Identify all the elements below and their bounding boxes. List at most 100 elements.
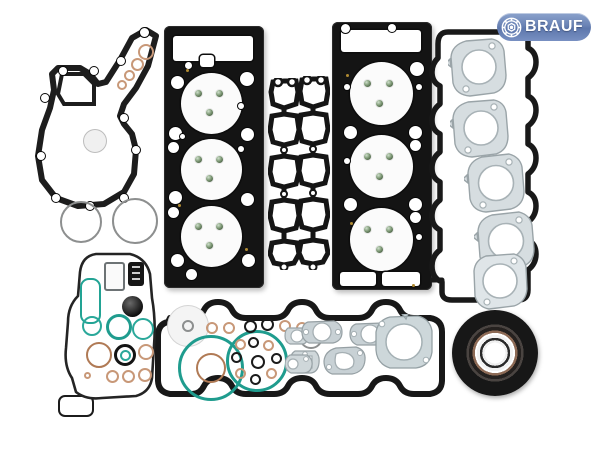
round-seals-pair-label: round cover seals: [0, 0, 1, 1]
locator-pin: [245, 248, 248, 251]
head-bolt-hole: [344, 198, 357, 211]
head-bolt-hole: [171, 254, 184, 267]
cylinder-bore: [181, 206, 242, 267]
seal-washer: [138, 368, 152, 382]
crankshaft-oil-seal: [452, 310, 538, 396]
head-bolt-hole: [169, 127, 182, 140]
valve-seat-marker: [386, 153, 393, 160]
valve-seat-marker: [386, 226, 393, 233]
seal-washer: [84, 372, 91, 379]
head-bolt-hole: [341, 24, 350, 33]
head-oil-hole: [238, 146, 244, 152]
o-ring: [120, 350, 131, 361]
cog-icon: [501, 17, 522, 38]
gasket-bolt-hole: [117, 57, 125, 65]
copper-port-ring: [131, 58, 144, 71]
intake-manifold-gasket-right: intake manifold gasket (bank 2): [296, 74, 331, 272]
gasket-bolt-hole: [90, 67, 98, 75]
seal-washer: [122, 370, 135, 383]
head-bolt-hole: [241, 193, 254, 206]
head-bolt-hole: [171, 76, 184, 89]
head-oil-hole: [344, 84, 350, 90]
exhaust-manifold-gasket-2: [446, 98, 512, 160]
head-bolt-hole: [409, 126, 422, 139]
valve-seat-marker: [216, 156, 223, 163]
crank-seal-label: crankshaft oil seal: [0, 0, 1, 1]
head-gasket-bottom-window-right: [382, 272, 420, 286]
head-gasket-square-port: [200, 55, 214, 67]
intake-manifold-gasket-right-label: intake manifold gasket (bank 2): [330, 76, 331, 77]
valve-seat-marker: [364, 226, 371, 233]
cylinder-bore: [181, 73, 242, 134]
locator-pin: [412, 284, 415, 287]
valve-seat-marker: [195, 90, 202, 97]
valve-cover-gasket-bottom-label: valve cover gasket (horizontal): [152, 410, 153, 411]
locator-pin: [186, 69, 189, 72]
valve-seat-marker: [206, 109, 213, 116]
flange-gasket-2: [300, 318, 344, 346]
flange-gasket-5: [322, 345, 368, 377]
valve-seat-marker: [216, 223, 223, 230]
exhaust-manifold-gasket-3: [461, 152, 528, 216]
head-bolt-hole: [186, 269, 197, 280]
brand-badge: BRAUF: [497, 13, 591, 41]
brand-name: BRAUF: [525, 18, 583, 35]
head-oil-hole: [238, 103, 244, 109]
gasket-bolt-hole: [132, 146, 140, 154]
round-cover-seal-right: [112, 198, 158, 244]
small-seal: [263, 340, 274, 351]
head-bolt-hole: [240, 72, 254, 86]
copper-port-ring: [117, 80, 127, 90]
gasket-bolt-hole: [41, 94, 49, 102]
small-seal: [235, 339, 246, 350]
head-oil-hole: [416, 84, 422, 90]
head-bolt-hole: [241, 128, 254, 141]
dark-connector-seal: [128, 262, 144, 286]
o-ring: [106, 314, 132, 340]
head-gasket-left-label: cylinder head gasket (bank 1): [164, 26, 165, 27]
gasket-bolt-hole: [120, 114, 128, 122]
head-gasket-bottom-window-left: [340, 272, 376, 286]
round-cover-seal-left: [60, 201, 102, 243]
cylinder-bore: [350, 62, 413, 125]
copper-port-ring: [124, 70, 135, 81]
water-pump-flange-gasket: [374, 313, 436, 372]
rect-white-gasket: [104, 262, 125, 291]
seal-washer: [138, 344, 154, 360]
valve-seat-marker: [195, 156, 202, 163]
head-bolt-hole: [169, 191, 182, 204]
valve-seat-marker: [195, 223, 202, 230]
gasket-bolt-hole: [59, 67, 67, 75]
head-bolt-hole: [168, 142, 179, 153]
gasket-bolt-hole: [140, 28, 149, 37]
small-seal: [244, 320, 257, 333]
small-seal: [250, 374, 261, 385]
timing-cover-gasket: timing cover gasket: [28, 24, 163, 224]
o-ring: [82, 316, 102, 336]
o-ring: [132, 318, 154, 340]
head-bolt-hole: [410, 212, 421, 223]
locator-pin: [178, 204, 181, 207]
small-seal: [266, 368, 277, 379]
head-bolt-hole: [168, 207, 179, 218]
o-ring: [114, 344, 136, 366]
cylinder-bore: [181, 139, 242, 200]
locator-pin: [346, 74, 349, 77]
valve-seat-marker: [376, 246, 383, 253]
valve-seat-marker: [376, 100, 383, 107]
head-oil-hole: [180, 134, 185, 139]
valve-seat-marker: [386, 80, 393, 87]
head-bolt-hole: [410, 140, 421, 151]
gasket-bolt-hole: [37, 152, 45, 160]
flange-gaskets-label: coolant and EGR flange gaskets: [0, 0, 1, 1]
head-bolt-hole: [388, 24, 396, 32]
valve-seat-marker: [206, 242, 213, 249]
copper-port-ring: [138, 44, 154, 60]
seal-washer: [86, 342, 112, 368]
head-bolt-hole: [242, 254, 255, 267]
valve-seat-marker: [376, 173, 383, 180]
small-seal: [248, 337, 259, 348]
head-gasket-right: cylinder head gasket (bank 2): [332, 22, 432, 290]
large-teal-oring-center: [226, 330, 288, 392]
